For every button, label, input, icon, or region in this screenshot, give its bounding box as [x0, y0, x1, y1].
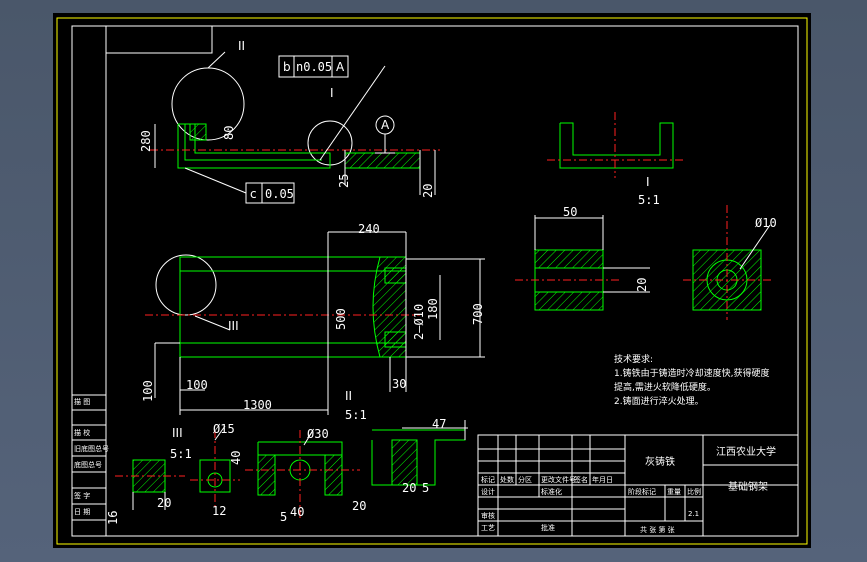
c-symbol: c: [250, 187, 257, 201]
dim-5b: 5: [422, 481, 429, 495]
label-III-main: III: [228, 319, 239, 333]
dim-100a: 100: [186, 378, 208, 392]
tb-sheets: 共 张 第 张: [640, 525, 675, 534]
hole-view: Ø10: [683, 205, 777, 320]
dim-40a: 40: [229, 451, 243, 465]
tb-row-label-5: 年月日: [592, 475, 613, 484]
dim-500: 500: [334, 308, 348, 330]
tb-process: 工艺: [481, 524, 495, 532]
left-col-label-3: 底图总号: [74, 460, 102, 469]
tech-title: 技术要求:: [614, 353, 653, 365]
material: 灰铸铁: [645, 455, 675, 468]
dim-20c: 20: [157, 496, 171, 510]
outer-frame: [56, 17, 808, 545]
scale-III: 5:1: [170, 447, 192, 461]
left-col-label-4: 签 字: [74, 491, 90, 500]
flatness-datum: A: [336, 60, 345, 74]
label-III-detail: III: [172, 426, 183, 440]
scale-II: 5:1: [345, 408, 367, 422]
tb-approve: 批准: [541, 523, 555, 532]
drawing-sheet: 描 图 描 校 旧底图总号 底图总号 签 字 日 期 280 80 25 20 …: [53, 13, 811, 548]
dim-700: 700: [471, 303, 485, 325]
tech-requirements: 技术要求: 1.铸铁由于铸造时冷却速度快,获得硬度 提高,需进火软降低硬度。 2…: [614, 353, 769, 407]
left-col-label-1: 描 校: [74, 428, 90, 437]
tb-std: 标准化: [541, 487, 562, 496]
tb-ratio: 比例: [687, 487, 701, 496]
frame-outline: [179, 256, 407, 358]
tb-drawing-no: 2.1: [688, 510, 699, 518]
dim-50: 50: [563, 205, 577, 219]
tb-weight: 重量: [667, 488, 681, 496]
dim-25: 25: [337, 174, 351, 188]
detail-III-view: III 5:1 20 16 Ø15 40 12: [106, 422, 243, 525]
dim-1300: 1300: [243, 398, 272, 412]
dim-phi15: Ø15: [213, 422, 235, 436]
school-name: 江西农业大学: [716, 445, 776, 458]
label-I-top: I: [330, 86, 334, 100]
section-view: 50 20: [515, 205, 650, 311]
scale-I: 5:1: [638, 193, 660, 207]
tech-line-1: 1.铸铁由于铸造时冷却速度快,获得硬度: [614, 367, 769, 379]
dim-5: 5: [280, 510, 287, 524]
left-column-table: 描 图 描 校 旧底图总号 底图总号 签 字 日 期: [72, 394, 109, 521]
dim-2phi10: 2—Ø10: [412, 304, 426, 340]
dim-280: 280: [139, 130, 153, 152]
inner-border: [71, 25, 799, 537]
label-II-top: II: [238, 39, 245, 53]
tb-row-label-0: 标记: [481, 475, 495, 484]
tb-review: 审核: [481, 511, 495, 520]
detail-bracket-view: 47 20 5: [371, 417, 468, 495]
tb-stage: 阶段标记: [628, 487, 656, 496]
left-col-label-5: 日 期: [74, 508, 90, 516]
dim-phi10: Ø10: [755, 216, 777, 230]
dim-100b: 100: [141, 380, 155, 402]
dim-20a: 20: [421, 184, 435, 198]
dim-16: 16: [106, 511, 120, 525]
tb-row-label-1: 处数: [500, 475, 514, 484]
label-II-main: II: [345, 389, 352, 403]
title-block: 标记 处数 分区 更改文件号 签名 年月日 设计 标准化 审核 工艺 批准 阶段…: [477, 434, 799, 537]
datum-A-label: A: [381, 118, 390, 132]
tb-row-label-2: 分区: [518, 475, 532, 484]
drawing-canvas: 描 图 描 校 旧底图总号 底图总号 签 字 日 期 280 80 25 20 …: [56, 17, 808, 545]
left-col-label-0: 描 图: [74, 397, 90, 406]
left-col-label-2: 旧底图总号: [74, 444, 109, 453]
hatched-block: [344, 152, 421, 169]
detail-I-view: I 5:1: [547, 112, 685, 207]
tb-row-label-3: 更改文件号: [541, 475, 576, 484]
dim-20e: 20: [402, 481, 416, 495]
detail-circle-III: [155, 254, 217, 316]
tb-design: 设计: [481, 487, 495, 496]
dim-80: 80: [222, 126, 236, 140]
tb-row-label-4: 签名: [574, 475, 588, 484]
part-name: 基础钢架: [728, 480, 768, 493]
dim-180: 180: [426, 298, 440, 320]
flatness-value: n0.05: [296, 60, 332, 74]
detail-II-view: Ø30 5 40 20: [245, 427, 366, 524]
dim-30: 30: [392, 377, 406, 391]
flatness-symbol: b: [283, 60, 291, 74]
dim-47: 47: [432, 417, 446, 431]
dim-12: 12: [212, 504, 226, 518]
top-view: 280 80 25 20 b n0.05 A c 0.05 A II I: [139, 39, 440, 204]
dim-phi30: Ø30: [307, 427, 329, 441]
label-I-detail: I: [646, 175, 650, 189]
flatness-tolerance-frame: [278, 55, 349, 78]
dim-240: 240: [358, 222, 380, 236]
tech-line-2: 提高,需进火软降低硬度。: [614, 381, 716, 393]
top-corner-box: [105, 25, 213, 54]
dim-20b: 20: [635, 278, 649, 292]
dim-20d: 20: [352, 499, 366, 513]
c-value: 0.05: [265, 187, 294, 201]
tech-line-3: 2.铸面进行淬火处理。: [614, 395, 704, 407]
dim-40b: 40: [290, 505, 304, 519]
main-view: 240 500 2—Ø10 180 700 100 100 1300 30 II…: [141, 222, 485, 422]
